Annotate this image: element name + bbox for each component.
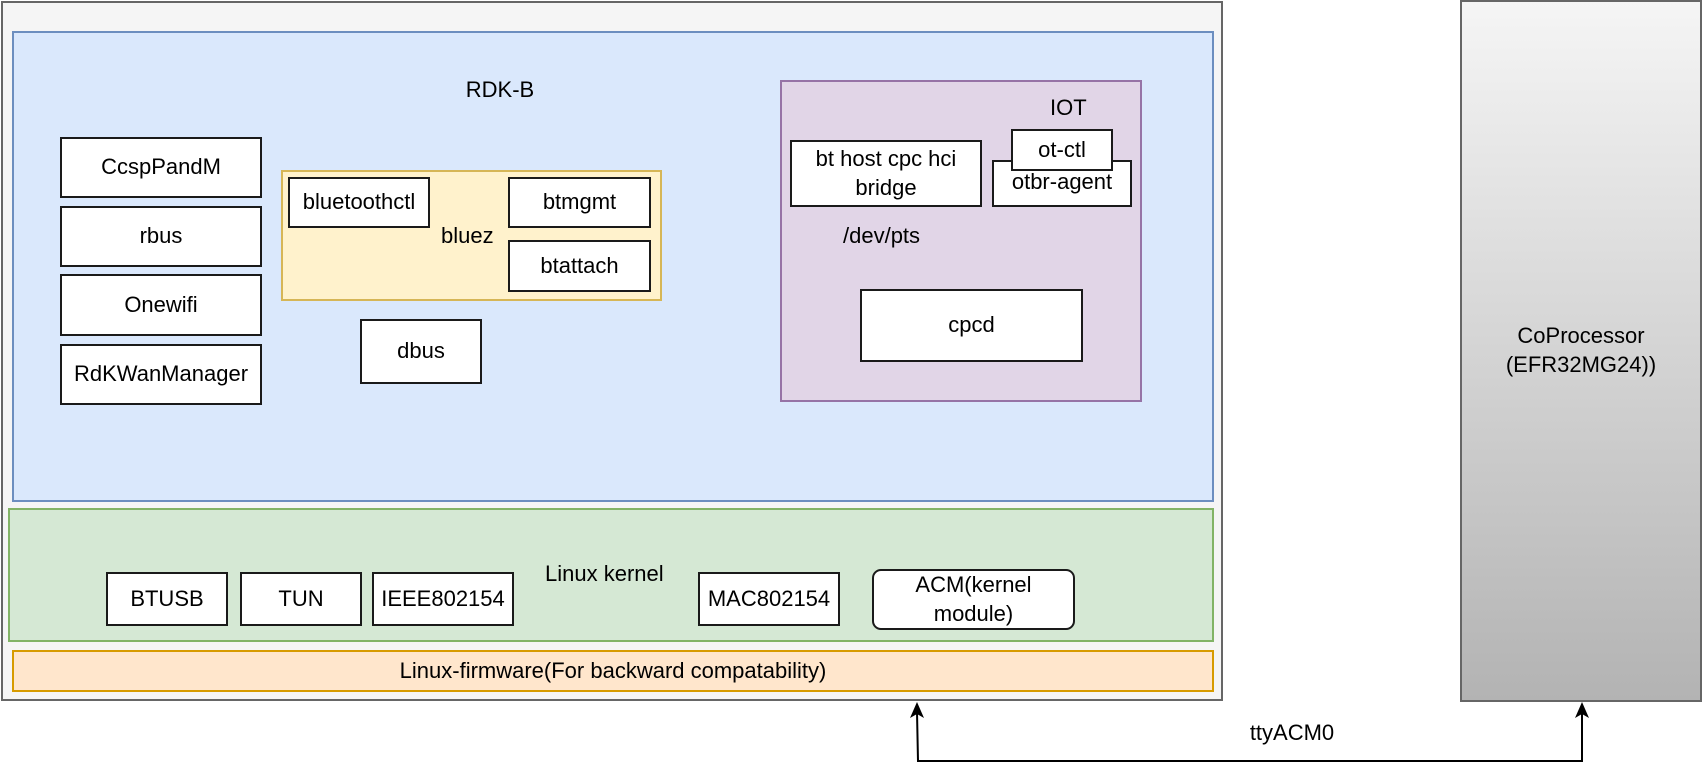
ot-ctl-box: ot-ctl: [1011, 129, 1113, 171]
tun-box: TUN: [240, 572, 362, 626]
mac802154-box: MAC802154: [698, 572, 840, 626]
rdkwanmanager-box: RdKWanManager: [60, 344, 262, 405]
dev-pts-label: /dev/pts: [843, 223, 921, 248]
acm-kernel-module-box: ACM(kernel module): [872, 569, 1075, 630]
btmgmt-box: btmgmt: [508, 177, 651, 228]
rdkb-title: RDK-B: [465, 77, 535, 102]
onewifi-box: Onewifi: [60, 274, 262, 336]
iot-label: IOT: [1050, 95, 1087, 120]
ttyacm0-line: [916, 711, 1583, 762]
coprocessor-chip-label: (EFR32MG24)): [1505, 352, 1657, 377]
bluetoothctl-box: bluetoothctl: [288, 177, 430, 228]
otbr-agent-label: otbr-agent: [1011, 169, 1113, 195]
ttyacm0-label: ttyACM0: [1249, 720, 1335, 745]
rbus-box: rbus: [60, 206, 262, 267]
dbus-box: dbus: [360, 319, 482, 384]
arrowhead-to-coprocessor: [1575, 702, 1589, 718]
btattach-box: btattach: [508, 240, 651, 292]
firmware-bar: Linux-firmware(For backward compatabilit…: [12, 650, 1214, 692]
arrowhead-to-host: [910, 702, 924, 718]
bluez-label: bluez: [441, 223, 494, 248]
coprocessor-box: CoProcessor (EFR32MG24)): [1460, 0, 1702, 702]
cpcd-box: cpcd: [860, 289, 1083, 362]
ieee802154-box: IEEE802154: [372, 572, 514, 626]
coprocessor-label: CoProcessor: [1517, 323, 1645, 349]
bt-host-cpc-hci-bridge-box: bt host cpc hci bridge: [790, 140, 982, 207]
ccsppandm-box: CcspPandM: [60, 137, 262, 198]
btusb-box: BTUSB: [106, 572, 228, 626]
kernel-label: Linux kernel: [545, 561, 664, 586]
